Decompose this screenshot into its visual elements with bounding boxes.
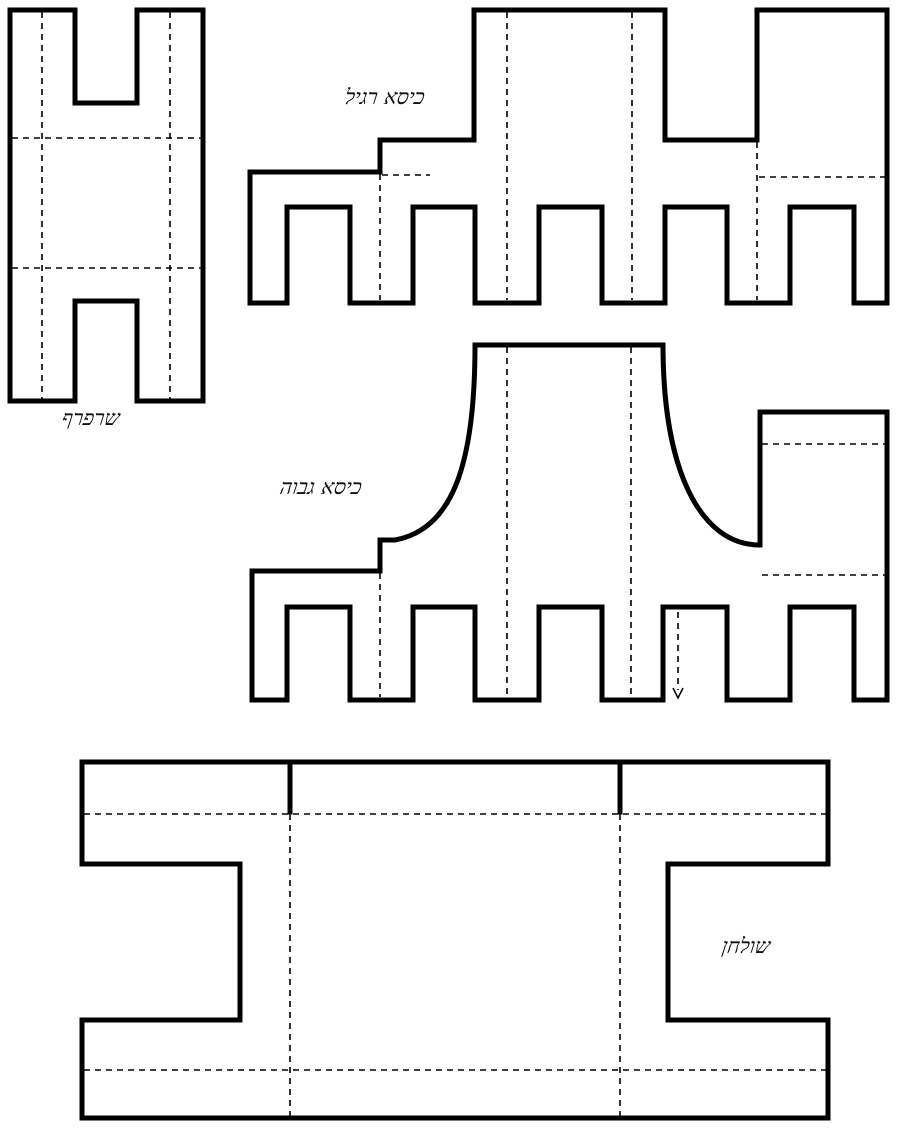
high-chair-label: כיסא גבוה xyxy=(278,475,364,499)
high-chair-net xyxy=(249,342,890,703)
table-label: שולחן xyxy=(720,934,772,958)
stool-net xyxy=(7,7,206,404)
stool-label: שרפרף xyxy=(60,406,122,430)
regular-chair-net xyxy=(247,7,890,306)
stool-outline xyxy=(7,7,206,404)
regular-chair-label: כיסא רגיל xyxy=(343,85,427,109)
high-chair-outline xyxy=(249,342,890,703)
regular-chair-outline xyxy=(247,7,890,306)
arrow-down-icon xyxy=(672,687,684,700)
table-outline xyxy=(79,759,831,1121)
table-net xyxy=(79,759,831,1121)
